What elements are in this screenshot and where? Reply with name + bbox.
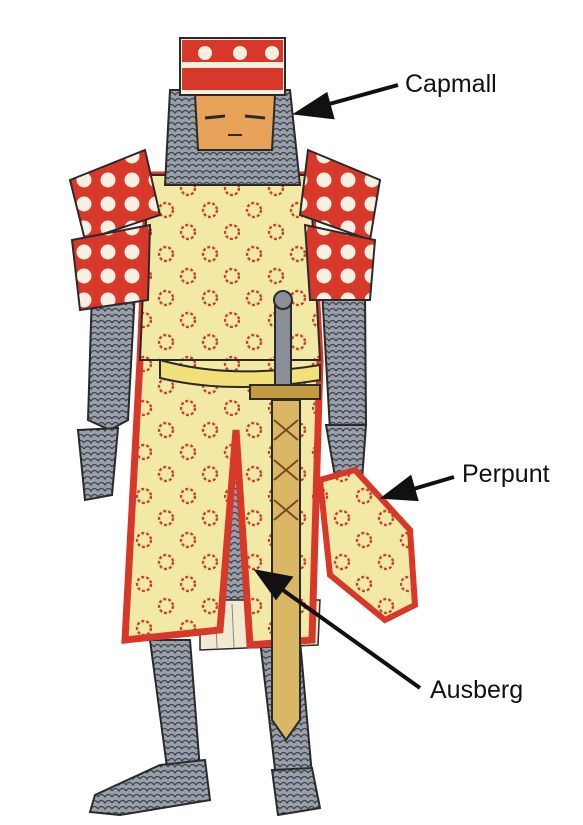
perpunt-arrow (410, 477, 454, 490)
capmall-arrow (322, 85, 398, 106)
capmall-coif (165, 38, 300, 185)
label-capmall: Capmall (405, 70, 497, 99)
label-ausberg: Ausberg (430, 676, 523, 705)
label-perpunt: Perpunt (462, 460, 550, 489)
